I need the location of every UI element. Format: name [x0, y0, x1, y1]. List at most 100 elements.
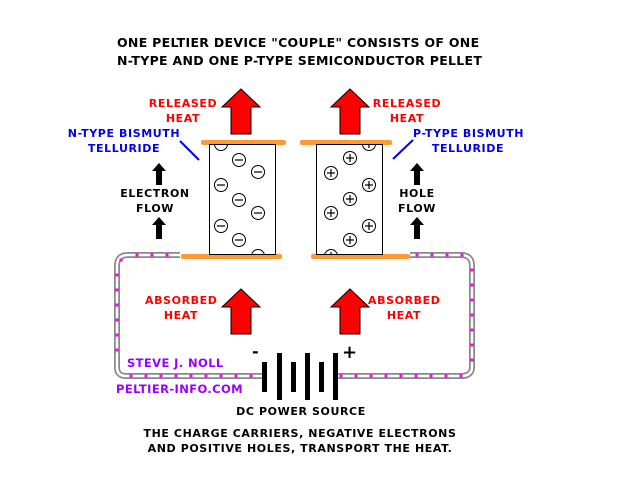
wire-dot — [470, 358, 474, 362]
hot-plate-n — [201, 140, 286, 145]
wire-dot — [470, 328, 474, 332]
title-line-1: ONE PELTIER DEVICE "COUPLE" CONSISTS OF … — [117, 35, 480, 50]
wire-dot — [204, 374, 208, 378]
wire-dot — [429, 374, 433, 378]
hole-carriers — [324, 144, 376, 255]
wire-dot — [115, 303, 119, 307]
wire-dot — [459, 374, 463, 378]
wire-dot — [470, 268, 474, 272]
n-type-pellet — [209, 144, 276, 255]
released-heat-arrow-right — [329, 88, 371, 135]
wire-dot — [470, 283, 474, 287]
wire-dot — [135, 253, 139, 257]
caption-line-1: THE CHARGE CARRIERS, NEGATIVE ELECTRONS — [143, 427, 457, 440]
hole-symbol — [362, 144, 376, 151]
power-source-label: DC POWER SOURCE — [236, 405, 366, 418]
absorbed-heat-arrow-right — [329, 288, 371, 335]
wire-left-inner — [115, 253, 262, 378]
electron-symbol — [214, 144, 228, 151]
wire-dot — [115, 318, 119, 322]
dc-battery — [262, 353, 338, 400]
electron-symbol — [251, 206, 265, 220]
plus-terminal-sign: + — [342, 342, 358, 363]
hole-flow-arrow-top — [410, 163, 424, 185]
hole-symbol — [343, 192, 357, 206]
n-type-pointer — [179, 140, 200, 161]
wire-dot — [119, 258, 123, 262]
wire-dot — [470, 313, 474, 317]
caption-line-2: AND POSITIVE HOLES, TRANSPORT THE HEAT. — [147, 442, 453, 455]
battery-plate-long — [305, 353, 310, 400]
wire-dot — [115, 288, 119, 292]
wire-dot — [129, 374, 133, 378]
minus-terminal-sign: - — [252, 342, 260, 361]
battery-plate-long — [277, 353, 282, 400]
wire-dot — [470, 343, 474, 347]
wire-dot — [234, 374, 238, 378]
electron-symbol — [232, 153, 246, 167]
electron-carriers — [214, 144, 265, 255]
wire-dot — [219, 374, 223, 378]
electron-symbol — [232, 193, 246, 207]
website-credit: PELTIER-INFO.COM — [116, 382, 244, 396]
electron-symbol — [232, 233, 246, 247]
wire-dot — [115, 348, 119, 352]
hot-plate-p — [300, 140, 392, 145]
circuit-wire — [114, 252, 475, 379]
wire-dot — [249, 374, 253, 378]
hole-symbol — [343, 233, 357, 247]
released-heat-arrow-left — [220, 88, 262, 135]
author-credit: STEVE J. NOLL — [127, 356, 224, 370]
wire-dot — [444, 374, 448, 378]
electron-flow-arrow-bottom — [152, 217, 166, 239]
wire-dot — [150, 253, 154, 257]
wire-dot — [144, 374, 148, 378]
battery-plate-long — [333, 353, 338, 400]
absorbed-heat-arrow-left — [220, 288, 262, 335]
p-type-pointer — [392, 139, 414, 160]
hole-flow-arrow-bottom — [410, 217, 424, 239]
wire-dot — [414, 374, 418, 378]
wire-dot — [369, 374, 373, 378]
hole-symbol — [324, 206, 338, 220]
electron-flow-arrow-top — [152, 163, 166, 185]
hole-symbol — [343, 151, 357, 165]
battery-plate-short — [262, 362, 267, 392]
cold-plate-p — [311, 254, 410, 259]
wire-dot — [174, 374, 178, 378]
p-type-pellet — [316, 144, 383, 255]
electron-symbol — [251, 249, 265, 255]
electron-symbol — [251, 165, 265, 179]
electron-symbol — [214, 219, 228, 233]
hole-symbol — [362, 178, 376, 192]
wire-dot — [165, 253, 169, 257]
wire-dot — [445, 253, 449, 257]
wire-dot — [339, 374, 343, 378]
wire-dot — [460, 253, 464, 257]
hole-symbol — [362, 219, 376, 233]
wire-dot — [115, 333, 119, 337]
wire-dot — [159, 374, 163, 378]
wire-dot — [189, 374, 193, 378]
wire-dot — [354, 374, 358, 378]
battery-plate-short — [291, 362, 296, 392]
hole-symbol — [324, 249, 338, 255]
cold-plate-n — [181, 254, 282, 259]
wire-dot — [115, 273, 119, 277]
wire-dot — [384, 374, 388, 378]
wire-dots — [115, 253, 474, 378]
battery-plate-short — [319, 362, 324, 392]
wire-dot — [415, 253, 419, 257]
title-line-2: N-TYPE AND ONE P-TYPE SEMICONDUCTOR PELL… — [117, 53, 483, 68]
wire-dot — [470, 298, 474, 302]
wire-dot — [430, 253, 434, 257]
